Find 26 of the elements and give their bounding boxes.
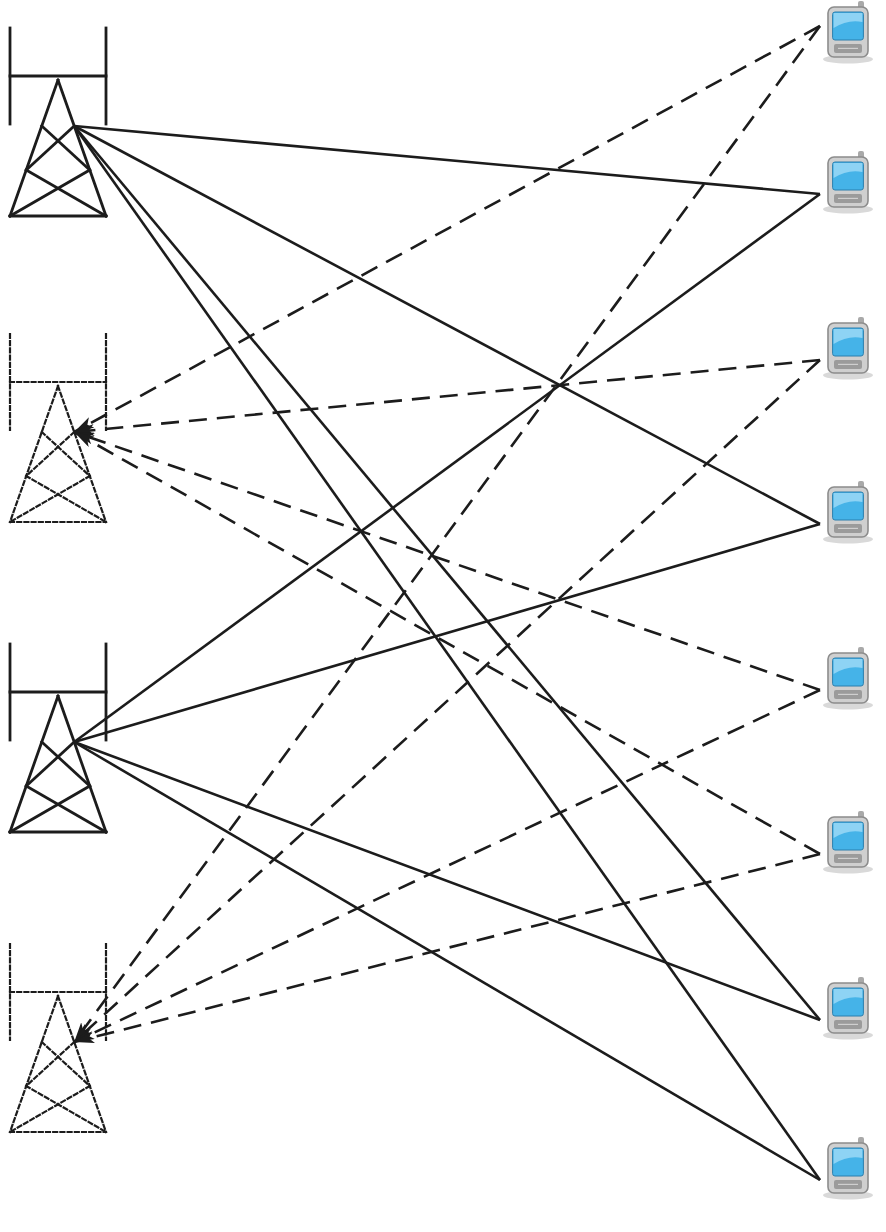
mobile-phone-icon [820, 1136, 876, 1200]
dashed-arrow [73, 24, 821, 434]
cell-tower-icon [8, 642, 108, 836]
dashed-arrow [74, 358, 821, 437]
mobile-phone-icon [820, 0, 876, 64]
mobile-phone-icon [820, 810, 876, 874]
connection-line [73, 740, 821, 1022]
dashed-arrow [73, 852, 821, 1044]
connection-line [73, 125, 822, 1181]
connection-line [74, 124, 821, 196]
mobile-phone-icon [820, 480, 876, 544]
cell-tower-icon [8, 942, 108, 1136]
connection-line [73, 740, 821, 1182]
mobile-phone-icon [820, 976, 876, 1040]
dashed-arrow [73, 359, 821, 1043]
mobile-phone-icon [820, 316, 876, 380]
mobile-phone-icon [820, 150, 876, 214]
connection-line [73, 192, 821, 744]
connection-line [73, 124, 821, 526]
dashed-arrow [73, 688, 821, 1044]
dashed-arrow [73, 430, 821, 692]
dashed-arrow [73, 430, 821, 856]
connection-line [73, 522, 821, 744]
cell-tower-icon [8, 332, 108, 526]
cell-tower-icon [8, 26, 108, 220]
mobile-phone-icon [820, 646, 876, 710]
